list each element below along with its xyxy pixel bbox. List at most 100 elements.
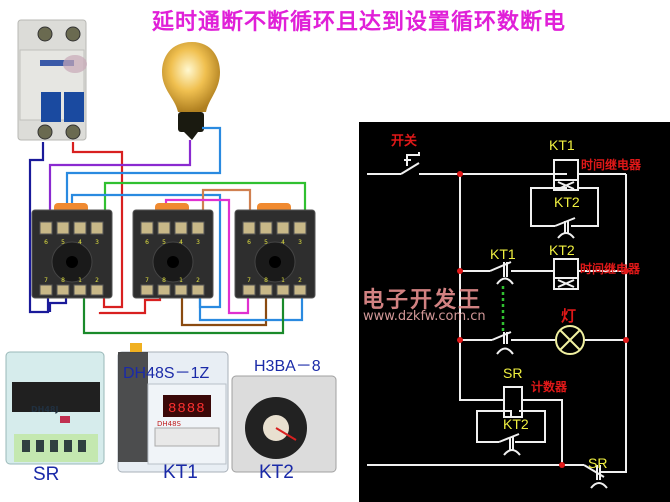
sr-coil xyxy=(503,386,523,418)
terminal-screw xyxy=(191,221,205,235)
terminal-screw xyxy=(174,221,188,235)
terminal-screw xyxy=(140,284,154,296)
switch-blade xyxy=(400,162,420,175)
kt2-contact-label-2: KT2 xyxy=(503,416,529,432)
terminal-number: 2 xyxy=(95,277,99,284)
terminal-number: 6 xyxy=(145,239,149,246)
wire-brown xyxy=(180,293,268,327)
terminal-number: 4 xyxy=(179,239,183,246)
terminal-number: 2 xyxy=(298,277,302,284)
wire-navy xyxy=(28,142,50,314)
terminal-screw xyxy=(157,284,171,296)
terminal-screw xyxy=(157,221,171,235)
wire-green xyxy=(103,181,307,222)
kt1-timer-device xyxy=(117,343,229,473)
terminal-screw xyxy=(293,284,307,296)
terminal-screw xyxy=(140,221,154,235)
kt2-coil-desc: 时间继电器 xyxy=(580,262,641,276)
junction-dot xyxy=(457,171,463,177)
wire-red xyxy=(71,142,124,309)
terminal-screw xyxy=(276,221,290,235)
terminal-screw xyxy=(56,221,70,235)
terminal-number: 1 xyxy=(281,277,285,284)
terminal-screw xyxy=(73,284,87,296)
wire-blue-3 xyxy=(198,293,304,322)
junction-dot xyxy=(457,337,463,343)
wire-blue-1 xyxy=(65,126,222,222)
terminal-number: 4 xyxy=(281,239,285,246)
kt2-model-label: H3BA－8 xyxy=(254,358,321,375)
terminal-number: 7 xyxy=(44,277,48,284)
kt2-coil xyxy=(553,258,579,290)
terminal-number: 2 xyxy=(196,277,200,284)
terminal-screw xyxy=(242,284,256,296)
kt2-contact-label-1: KT2 xyxy=(554,194,580,210)
terminal-screw xyxy=(259,284,273,296)
switch-label: 开关 xyxy=(391,134,418,149)
terminal-screw xyxy=(191,284,205,296)
sr-coil-label: SR xyxy=(503,365,523,381)
kt1-coil-label: KT1 xyxy=(549,137,575,153)
terminal-number: 5 xyxy=(264,239,268,246)
wire-orange xyxy=(201,188,252,227)
terminal-screw xyxy=(39,221,53,235)
terminal-number: 5 xyxy=(61,239,65,246)
wire-dark-green xyxy=(82,293,285,335)
kt2-timer-device xyxy=(231,375,337,473)
terminal-number: 1 xyxy=(78,277,82,284)
terminal-number: 6 xyxy=(44,239,48,246)
devices xyxy=(5,343,337,473)
kt1-model-label: DH48S－1Z xyxy=(123,365,210,382)
terminal-number: 3 xyxy=(196,239,200,246)
terminal-number: 8 xyxy=(264,277,268,284)
schematic-drawing xyxy=(367,152,629,489)
sr-coil-desc: 计数器 xyxy=(531,380,568,394)
terminal-number: 8 xyxy=(61,277,65,284)
kt1-brand: DH48S xyxy=(157,420,182,428)
terminal-screw xyxy=(174,284,188,296)
sr-model-label: DH48J xyxy=(31,405,59,414)
terminal-screw xyxy=(90,284,104,296)
socket-3: 6 5 4 3 7 8 1 2 xyxy=(234,203,316,299)
terminal-number: 3 xyxy=(95,239,99,246)
watermark-name: 电子开发王 xyxy=(362,288,483,313)
page-title: 延时通断不断循环且达到设置循环数断电 xyxy=(152,10,567,35)
terminal-number: 8 xyxy=(162,277,166,284)
kt1-display: 8888 xyxy=(168,401,206,417)
terminal-screw xyxy=(56,284,70,296)
relay-sockets: 6 5 4 3 7 8 1 2 6 5 4 3 7 8 1 2 6 5 4 3 7 8 1 2 xyxy=(31,203,316,299)
watermark-url: www.dzkfw.com.cn xyxy=(363,309,486,324)
terminal-screw xyxy=(259,221,273,235)
kt1-coil-desc: 时间继电器 xyxy=(581,158,642,172)
kt2-label: KT2 xyxy=(259,462,294,483)
schematic-panel: 开关 KT1 时间继电器 KT2 KT1 KT2 时间继电器 灯 SR 计数器 … xyxy=(359,122,670,502)
terminal-screw xyxy=(90,221,104,235)
terminal-number: 5 xyxy=(162,239,166,246)
terminal-screw xyxy=(293,221,307,235)
socket-2: 6 5 4 3 7 8 1 2 xyxy=(132,203,214,299)
terminal-number: 3 xyxy=(298,239,302,246)
kt1-contact-label: KT1 xyxy=(490,246,516,262)
junction-dot xyxy=(623,337,629,343)
terminal-screw xyxy=(39,284,53,296)
sr-contact-label: SR xyxy=(588,455,608,471)
terminal-screw xyxy=(73,221,87,235)
junction-dot xyxy=(559,462,565,468)
kt2-coil-label: KT2 xyxy=(549,242,575,258)
terminal-number: 6 xyxy=(247,239,251,246)
terminal-number: 7 xyxy=(247,277,251,284)
terminal-screw xyxy=(276,284,290,296)
junction-dot xyxy=(457,268,463,274)
wire-purple xyxy=(48,140,192,222)
sr-label: SR xyxy=(33,464,60,485)
socket-1: 6 5 4 3 7 8 1 2 xyxy=(31,203,113,299)
circuit-breaker xyxy=(17,19,87,141)
kt1-label: KT1 xyxy=(163,462,198,483)
terminal-number: 1 xyxy=(179,277,183,284)
terminal-number: 7 xyxy=(145,277,149,284)
sr-counter-device xyxy=(5,351,105,465)
lamp-symbol xyxy=(555,325,585,355)
light-bulb xyxy=(162,42,220,140)
terminal-number: 4 xyxy=(78,239,82,246)
junction-dot xyxy=(623,268,629,274)
